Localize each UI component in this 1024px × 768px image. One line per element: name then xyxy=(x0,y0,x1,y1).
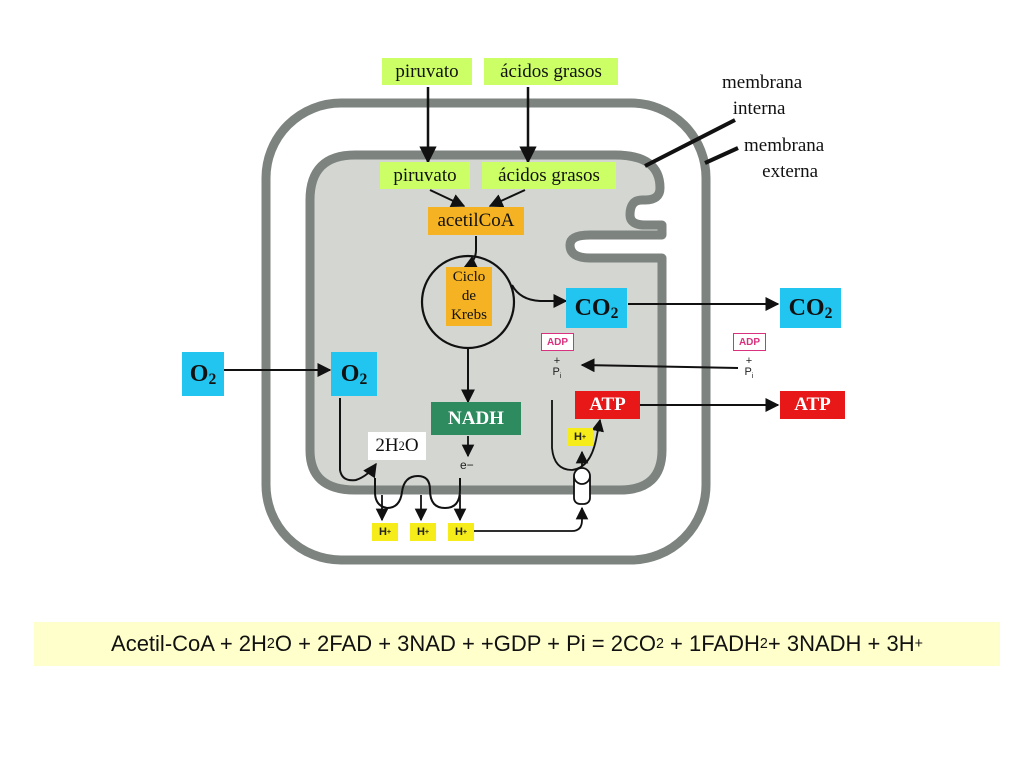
electron-label: e− xyxy=(460,458,474,472)
hplus-inner-base: H xyxy=(573,431,582,443)
co2-inner-base: CO xyxy=(574,294,611,321)
membrana-externa-label: membrana externa xyxy=(744,133,824,185)
eq-part-1: Acetil-CoA + 2H xyxy=(111,631,267,656)
piruvato-outer-text: piruvato xyxy=(395,60,459,82)
krebs-line2: de xyxy=(461,288,477,304)
piruvato-inner-text: piruvato xyxy=(393,164,457,186)
piruvato-inner-box: piruvato xyxy=(380,162,470,189)
acetilcoa-box: acetilCoA xyxy=(428,207,524,235)
atp-outer-text: ATP xyxy=(794,394,831,415)
pi-outer-plus: + xyxy=(745,355,753,367)
eq-sub-3: 2 xyxy=(759,636,768,652)
eq-part-3: + 1FADH xyxy=(663,631,760,656)
arrow-piruvato-acetil xyxy=(429,189,466,207)
electron-text: e− xyxy=(460,458,474,472)
inner-membrane-pointer xyxy=(644,118,736,168)
membrana-interna-line1: membrana xyxy=(722,72,803,93)
o2-outer-base: O xyxy=(189,360,209,387)
pi-inner-base: P xyxy=(552,366,560,378)
water-sub: 2 xyxy=(398,438,405,453)
membrana-interna-line2: interna xyxy=(732,98,786,119)
water-pre: 2H xyxy=(375,435,399,456)
nadh-box: NADH xyxy=(431,402,521,435)
hplus-space-1-base: H xyxy=(378,526,387,538)
arrow-synthesis-atp xyxy=(551,400,604,471)
co2-inner-sub: 2 xyxy=(610,305,619,322)
pi-outer-label: + Pi xyxy=(740,356,758,382)
hplus-inner-sup: + xyxy=(581,433,587,441)
membrana-externa-line1: membrana xyxy=(744,135,825,156)
water-post: O xyxy=(404,435,419,456)
hplus-space-2-sup: + xyxy=(424,528,430,536)
pi-outer-sub: i xyxy=(751,372,754,381)
pi-inner-p: Pi xyxy=(548,367,566,382)
hplus-space-3: H+ xyxy=(448,523,474,541)
proton-return-path xyxy=(474,506,589,532)
eq-sub-1: 2 xyxy=(266,636,275,652)
membrana-interna-label: membrana interna xyxy=(722,70,802,122)
krebs-line1: Ciclo xyxy=(452,269,486,285)
arrow-adp-in xyxy=(580,358,739,373)
eq-part-4: + 3NADH + 3H xyxy=(767,631,915,656)
acidos-inner-box: ácidos grasos xyxy=(482,162,616,189)
eq-sup: + xyxy=(914,636,923,652)
hplus-inner-box: H+ xyxy=(567,428,593,446)
arrow-o2-water xyxy=(339,398,377,482)
pi-inner-sub: i xyxy=(559,372,562,381)
acetilcoa-text: acetilCoA xyxy=(437,210,515,231)
acidos-inner-text: ácidos grasos xyxy=(498,164,600,186)
atp-inner-text: ATP xyxy=(589,394,626,415)
pi-inner-label: + Pi xyxy=(548,356,566,382)
arrow-acidos-acetil xyxy=(488,189,526,208)
hplus-space-2: H+ xyxy=(410,523,436,541)
piruvato-outer-box: piruvato xyxy=(382,58,472,85)
atp-inner-box: ATP xyxy=(575,391,640,419)
electron-transport-path xyxy=(374,474,461,510)
krebs-label: Ciclo de Krebs xyxy=(446,267,492,326)
hplus-space-1-sup: + xyxy=(386,528,392,536)
atp-outer-box: ATP xyxy=(780,391,845,419)
co2-outer-sub: 2 xyxy=(824,305,833,322)
eq-part-2: O + 2FAD + 3NAD + +GDP + Pi = 2CO xyxy=(274,631,656,656)
adp-inner-text: ADP xyxy=(546,336,569,348)
krebs-line3: Krebs xyxy=(451,307,487,323)
nadh-text: NADH xyxy=(448,407,504,429)
eq-sub-2: 2 xyxy=(655,636,664,652)
adp-outer-box: ADP xyxy=(733,333,766,351)
o2-outer-sub: 2 xyxy=(208,371,217,388)
membrana-externa-line2: externa xyxy=(762,161,819,182)
outer-membrane-pointer xyxy=(704,146,739,165)
arrow-acetil-krebs xyxy=(462,236,479,269)
co2-outer-base: CO xyxy=(788,294,825,321)
arrow-krebs-co2 xyxy=(511,284,568,308)
hplus-space-3-base: H xyxy=(454,526,463,538)
o2-inner-base: O xyxy=(340,360,360,387)
hplus-space-3-sup: + xyxy=(462,528,468,536)
adp-inner-box: ADP xyxy=(541,333,574,351)
hplus-space-2-base: H xyxy=(416,526,425,538)
acidos-outer-box: ácidos grasos xyxy=(484,58,618,85)
atp-synthase-head xyxy=(573,467,591,485)
adp-outer-text: ADP xyxy=(738,336,761,348)
pi-outer-base: P xyxy=(744,366,752,378)
hplus-space-1: H+ xyxy=(372,523,398,541)
pi-outer-p: Pi xyxy=(740,367,758,382)
pi-inner-plus: + xyxy=(553,355,561,367)
o2-inner-sub: 2 xyxy=(359,371,368,388)
acidos-outer-text: ácidos grasos xyxy=(500,60,602,82)
